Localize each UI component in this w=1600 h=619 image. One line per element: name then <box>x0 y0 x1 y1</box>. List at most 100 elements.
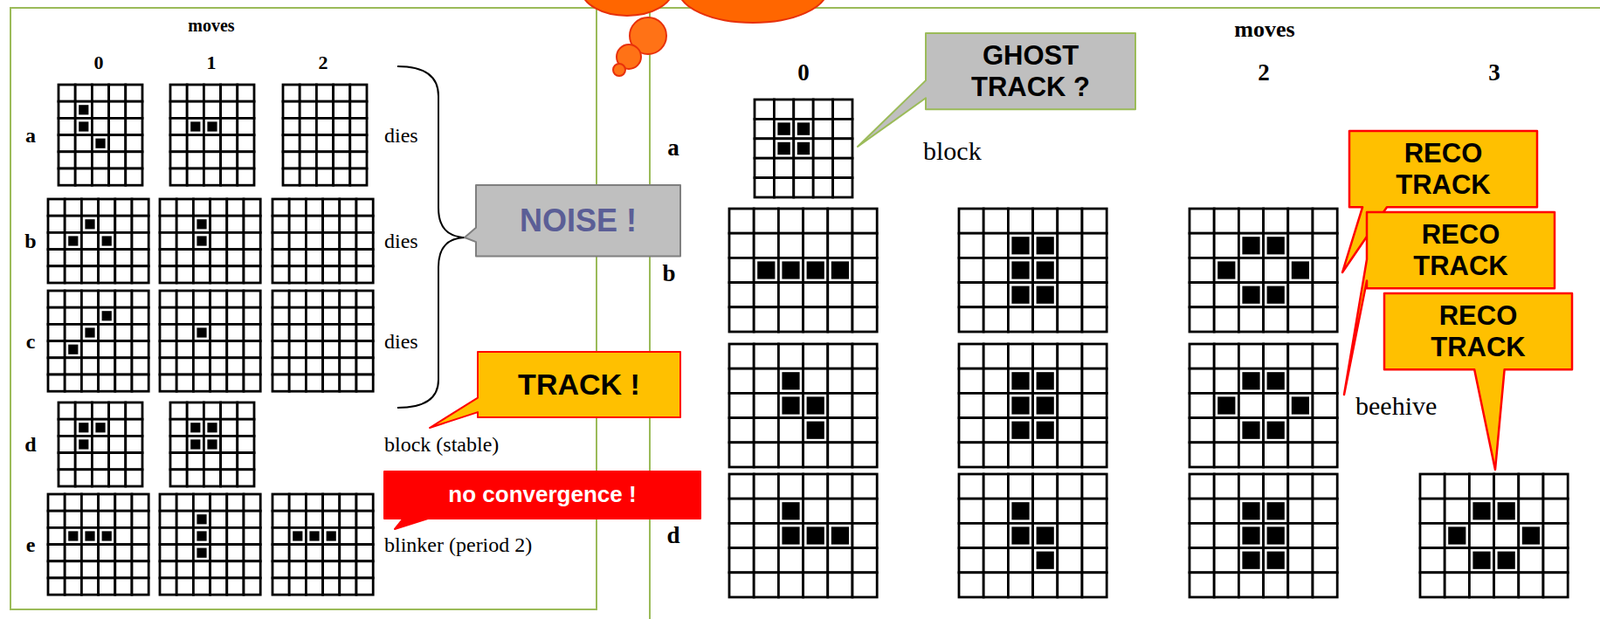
grid-cell <box>237 402 255 420</box>
grid-cell <box>1082 257 1107 283</box>
grid-cell <box>64 561 82 579</box>
grid-cell <box>833 178 853 198</box>
grid-cell <box>91 168 109 186</box>
grid-cell <box>210 307 228 325</box>
grid-cell <box>227 199 244 216</box>
grid-cell <box>803 282 828 308</box>
track-callout: RECO TRACK <box>1366 212 1555 289</box>
grid-cell <box>48 199 65 216</box>
grid-cell <box>1238 368 1263 394</box>
grid-cell <box>729 368 754 394</box>
grid-cell <box>778 498 803 524</box>
grid-cell <box>356 561 373 579</box>
grid-cell <box>1238 418 1263 443</box>
callout-text: TRACK ! <box>482 367 676 402</box>
grid-cell <box>1082 442 1107 468</box>
grid-cell <box>1288 523 1313 548</box>
grid-cell <box>356 358 373 375</box>
live-cell <box>1036 526 1055 545</box>
grid-cell <box>305 527 323 545</box>
grid-cell <box>1312 233 1338 258</box>
grid-cell <box>243 232 261 249</box>
grid-cell <box>193 510 210 528</box>
grid-cell <box>339 341 357 359</box>
grid-cell <box>64 324 82 341</box>
grid-cell <box>75 135 92 152</box>
grid-cell <box>1082 307 1107 332</box>
grid-cell <box>305 307 323 325</box>
grid-cell <box>109 419 126 436</box>
life-grid <box>159 290 261 392</box>
live-cell <box>1267 502 1285 520</box>
grid-cell <box>958 548 984 573</box>
grid-cell <box>1057 393 1083 418</box>
grid-cell <box>1007 282 1033 308</box>
grid-cell <box>356 510 373 528</box>
grid-cell <box>813 99 833 119</box>
live-cell <box>781 372 800 390</box>
callout-shape <box>1384 293 1573 470</box>
grid-cell <box>282 117 300 135</box>
grid-cell <box>1189 208 1214 234</box>
move-number: 3 <box>1488 60 1501 87</box>
life-grid <box>170 84 255 186</box>
grid-cell <box>193 527 210 545</box>
grid-cell <box>1238 498 1263 524</box>
move-number: 0 <box>797 60 810 87</box>
track-callout: RECO TRACK <box>1349 131 1538 207</box>
grid-cell <box>1033 282 1058 308</box>
track-callout: TRACK ! <box>477 351 681 418</box>
grid-cell <box>350 117 367 135</box>
warning-callout: no convergence ! <box>384 471 701 519</box>
grid-cell <box>983 233 1008 258</box>
grid-cell <box>754 138 774 159</box>
live-cell <box>1267 286 1285 304</box>
grid-cell <box>1420 548 1445 573</box>
grid-cell <box>1007 474 1033 499</box>
grid-cell <box>1312 572 1338 598</box>
outcome-note: beehive <box>1355 391 1437 421</box>
grid-cell <box>803 233 828 258</box>
grid-cell <box>852 208 877 234</box>
grid-cell <box>58 101 76 118</box>
live-cell <box>831 526 849 545</box>
grid-cell <box>1468 474 1494 499</box>
grid-cell <box>64 358 82 375</box>
grid-cell <box>754 178 774 198</box>
live-cell <box>190 121 200 132</box>
grid-cell <box>1189 233 1214 258</box>
grid-cell <box>58 435 76 453</box>
grid-cell <box>299 101 317 118</box>
grid-cell <box>827 418 853 443</box>
live-cell <box>1036 261 1055 279</box>
grid-cell <box>1468 572 1494 598</box>
grid-cell <box>237 419 255 436</box>
live-cell <box>757 261 775 279</box>
live-cell <box>1241 286 1260 304</box>
grid-cell <box>1263 307 1289 332</box>
grid-cell <box>48 232 65 249</box>
grid-cell <box>210 578 228 595</box>
life-grid <box>48 494 149 595</box>
grid-cell <box>333 101 351 118</box>
grid-cell <box>243 494 261 511</box>
row-letter: d <box>24 433 36 456</box>
outcome-note: dies <box>384 330 419 353</box>
grid-cell <box>91 101 109 118</box>
grid-cell <box>48 307 65 325</box>
grid-cell <box>176 324 194 341</box>
grid-cell <box>227 249 244 267</box>
grid-cell <box>729 233 754 258</box>
grid-cell <box>778 442 803 468</box>
grid-cell <box>323 232 340 249</box>
grid-cell <box>131 374 149 392</box>
grid-cell <box>210 215 228 233</box>
grid-cell <box>64 510 82 528</box>
grid-cell <box>339 232 357 249</box>
grid-cell <box>289 215 306 233</box>
grid-cell <box>852 393 877 418</box>
grid-cell <box>1033 523 1058 548</box>
grid-cell <box>186 84 204 102</box>
live-cell <box>102 531 112 541</box>
